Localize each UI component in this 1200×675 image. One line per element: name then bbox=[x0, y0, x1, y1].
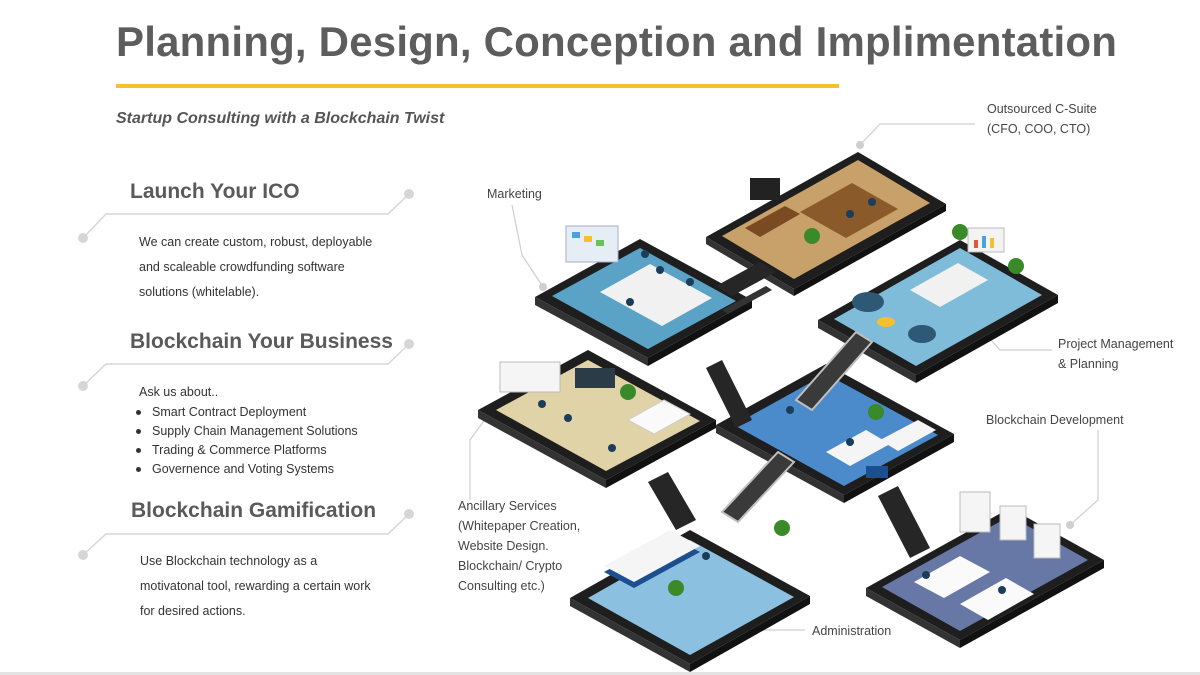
callout-administration: Administration bbox=[812, 621, 891, 641]
callout-line: Ancillary Services bbox=[458, 499, 557, 513]
callout-line: Website Design. bbox=[458, 539, 549, 553]
callout-line: & Planning bbox=[1058, 357, 1119, 371]
callout-line: (Whitepaper Creation, bbox=[458, 519, 581, 533]
section-heading-launch-ico: Launch Your ICO bbox=[130, 180, 300, 203]
callout-project-management: Project Management & Planning bbox=[1058, 334, 1173, 374]
list-item: Trading & Commerce Platforms bbox=[136, 441, 358, 460]
callout-line: Blockchain/ Crypto bbox=[458, 559, 563, 573]
connector-dot bbox=[404, 339, 414, 349]
section-heading-gamification: Blockchain Gamification bbox=[131, 499, 377, 522]
phone-project-management bbox=[818, 224, 1058, 383]
title-underline bbox=[116, 84, 839, 88]
bullet-list-blockchain-business: Smart Contract Deployment Supply Chain M… bbox=[136, 403, 358, 479]
list-item: Smart Contract Deployment bbox=[136, 403, 358, 422]
phone-c-suite bbox=[706, 152, 946, 296]
list-item: Supply Chain Management Solutions bbox=[136, 422, 358, 441]
connector-dot bbox=[78, 550, 88, 560]
phone-ancillary bbox=[478, 350, 716, 488]
body-line: and scaleable crowdfunding software bbox=[139, 260, 345, 274]
connector-dot bbox=[404, 509, 414, 519]
phone-administration bbox=[570, 520, 810, 672]
escalators bbox=[720, 330, 874, 524]
connector-dot bbox=[404, 189, 414, 199]
callout-marketing: Marketing bbox=[487, 184, 542, 204]
callout-line: Consulting etc.) bbox=[458, 579, 545, 593]
page-title: Planning, Design, Conception and Implime… bbox=[116, 18, 1118, 65]
body-line: for desired actions. bbox=[140, 604, 246, 618]
connector-dot bbox=[78, 233, 88, 243]
body-line: solutions (whitelable). bbox=[139, 285, 260, 299]
phone-marketing bbox=[535, 225, 752, 366]
callout-line: Project Management bbox=[1058, 337, 1174, 351]
callout-line: Marketing bbox=[487, 187, 542, 201]
callout-line: (CFO, COO, CTO) bbox=[987, 122, 1091, 136]
section-intro-blockchain-business: Ask us about.. bbox=[139, 385, 219, 399]
section-heading-blockchain-business: Blockchain Your Business bbox=[130, 330, 393, 353]
callout-line: Blockchain Development bbox=[986, 413, 1124, 427]
stairs bbox=[648, 262, 930, 558]
callout-blockchain-development: Blockchain Development bbox=[986, 410, 1124, 430]
list-item: Governence and Voting Systems bbox=[136, 460, 358, 479]
callout-line: Outsourced C-Suite bbox=[987, 102, 1097, 116]
callout-line: Administration bbox=[812, 624, 892, 638]
connector-dot bbox=[78, 381, 88, 391]
body-line: motivatonal tool, rewarding a certain wo… bbox=[140, 579, 371, 593]
page-subtitle: Startup Consulting with a Blockchain Twi… bbox=[116, 110, 445, 127]
body-line: Use Blockchain technology as a bbox=[140, 554, 318, 568]
body-line: We can create custom, robust, deployable bbox=[139, 235, 373, 249]
phone-blockchain-development bbox=[866, 491, 1104, 648]
section-body-launch-ico: We can create custom, robust, deployable… bbox=[139, 230, 372, 305]
bottom-rule bbox=[0, 672, 1200, 675]
section-body-gamification: Use Blockchain technology as a motivaton… bbox=[140, 549, 371, 624]
callout-ancillary-services: Ancillary Services (Whitepaper Creation,… bbox=[458, 496, 580, 596]
callout-outsourced-c-suite: Outsourced C-Suite (CFO, COO, CTO) bbox=[987, 99, 1097, 139]
